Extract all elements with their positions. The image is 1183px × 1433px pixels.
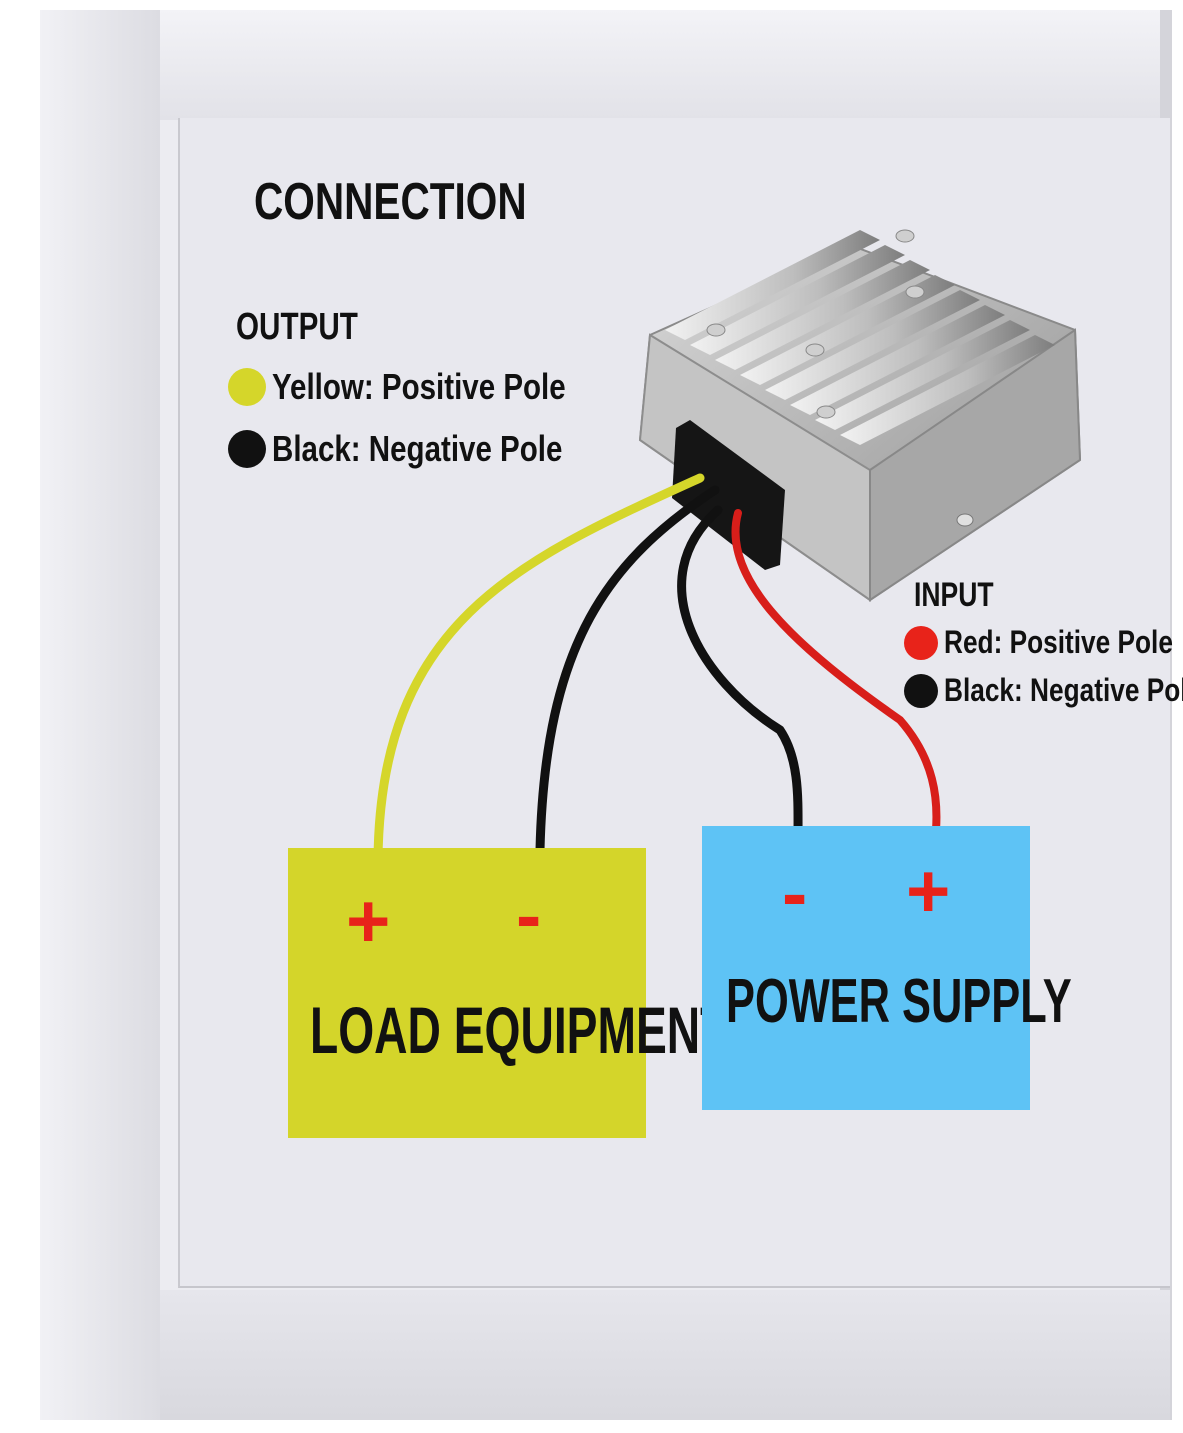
input-negative-wire [677, 505, 803, 845]
black-dot-icon [228, 430, 266, 468]
input-black-label: Black: Negative Pole [944, 672, 1183, 708]
output-black-label: Black: Negative Pole [272, 428, 563, 469]
output-legend-black: Black: Negative Pole [228, 428, 626, 470]
power-supply-panel: - + POWER SUPPLY [702, 826, 1072, 1110]
red-dot-icon [904, 625, 938, 660]
input-heading: INPUT [914, 576, 994, 614]
power-supply-label: POWER SUPPLY [726, 967, 1072, 1036]
dc-converter-module [638, 229, 1082, 602]
input-legend-red: Red: Positive Pole [904, 624, 1183, 661]
diagram-title: CONNECTION [254, 173, 527, 231]
heatsink-fins [665, 230, 1055, 445]
output-negative-wire [535, 485, 720, 855]
load-equipment-label: LOAD EQUIPMENT [310, 993, 729, 1067]
supply-minus-sign: - [782, 851, 808, 936]
supply-plus-sign: + [906, 849, 951, 934]
black-dot-icon [904, 673, 938, 708]
output-positive-wire [373, 473, 705, 865]
load-equipment-panel: + - LOAD EQUIPMENT [288, 848, 728, 1138]
output-yellow-label: Yellow: Positive Pole [272, 366, 566, 407]
input-positive-wire [731, 509, 941, 834]
load-plus-sign: + [346, 879, 391, 964]
input-legend-black: Black: Negative Pole [904, 672, 1183, 709]
load-minus-sign: - [516, 873, 542, 958]
cable-gland [672, 420, 785, 570]
yellow-dot-icon [228, 368, 266, 406]
input-red-label: Red: Positive Pole [944, 624, 1173, 660]
box-side-face [40, 10, 160, 1420]
box-bottom-face [160, 1290, 1170, 1420]
box-top-face [160, 10, 1170, 120]
output-legend-yellow: Yellow: Positive Pole [228, 366, 630, 408]
output-heading: OUTPUT [236, 306, 358, 348]
